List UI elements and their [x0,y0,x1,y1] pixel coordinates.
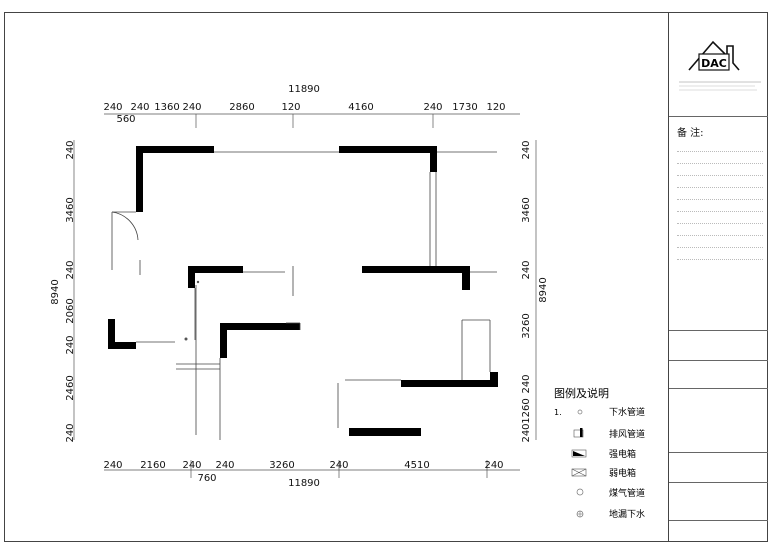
notes-text-block [677,140,763,260]
left-dim: 240 [65,335,76,354]
top-dim: 4160 [348,102,373,113]
title-block-divider [669,330,768,331]
top-dim: 240 [103,102,122,113]
drain-pipe-icon [577,409,583,415]
notes-title: 备 注: [677,128,704,139]
top-dim: 2860 [229,102,254,113]
dimension-lines [73,113,537,478]
exhaust-duct-icon [573,428,584,438]
bottom-dim: 3260 [269,460,294,471]
legend-label: 强电箱 [609,448,636,460]
gas-pipe-icon [576,488,584,496]
right-dimensions: 240 3460 240 3260 240 1260 240 8940 [521,140,549,442]
bottom-total-dim: 11890 [288,478,320,489]
left-dim: 240 [65,260,76,279]
title-block-divider [669,388,768,389]
legend: 图例及说明 1. 下水管道 排风管道 强电箱 弱电箱 煤气管道 地漏下水 [554,386,645,520]
legend-label: 排风管道 [609,428,645,440]
title-block-divider [669,360,768,361]
top-total-dim: 11890 [288,84,320,95]
right-dim: 240 [521,423,532,442]
title-block-divider [669,482,768,483]
plan-marks [184,280,200,341]
title-block-divider [669,116,768,117]
top-dim: 1360 [154,102,179,113]
top-dimensions: 11890 240 240 1360 240 2860 120 4160 240… [103,84,505,125]
left-total-dim: 8940 [50,279,61,304]
power-box-icon [571,449,587,458]
sheet-border [4,12,768,542]
thin-walls [111,151,497,440]
left-dim: 2460 [65,375,76,400]
legend-label: 下水管道 [609,406,645,418]
top-sub-dim: 560 [116,114,135,125]
top-dim: 120 [486,102,505,113]
bottom-dimensions: 240 2160 240 240 3260 240 4510 240 760 1… [103,460,503,489]
legend-label: 煤气管道 [609,487,645,499]
right-dim: 240 [521,374,532,393]
left-dimensions: 240 3460 240 2060 240 2460 240 8940 [50,140,76,442]
top-dim: 120 [281,102,300,113]
top-dim: 240 [182,102,201,113]
right-dim: 1260 [521,398,532,423]
title-block: DAC 备 注: [668,12,768,542]
top-dim: 240 [423,102,442,113]
logo-text: DAC [701,57,727,70]
bottom-dim: 240 [182,460,201,471]
bottom-dim: 4510 [404,460,429,471]
dac-logo: DAC [679,40,761,91]
top-dim: 1730 [452,102,477,113]
bottom-sub-dim: 760 [197,473,216,484]
floor-drain-icon [576,510,584,518]
left-dim: 240 [65,423,76,442]
floor-plan-drawing: 11890 240 240 1360 240 2860 120 4160 240… [50,84,645,520]
right-dim: 240 [521,140,532,159]
right-total-dim: 8940 [538,277,549,302]
right-dim: 240 [521,260,532,279]
left-dim: 240 [65,140,76,159]
left-dim: 3460 [65,197,76,222]
weak-current-box-icon [571,468,587,477]
legend-num: 1. [554,408,562,417]
bottom-dim: 240 [215,460,234,471]
right-dim: 3460 [521,197,532,222]
walls [108,146,498,436]
top-dim: 240 [130,102,149,113]
bottom-dim: 2160 [140,460,165,471]
left-dim: 2060 [65,298,76,323]
legend-title: 图例及说明 [554,386,609,400]
legend-label: 弱电箱 [609,467,636,479]
title-block-divider [669,520,768,521]
bottom-dim: 240 [103,460,122,471]
bottom-dim: 240 [484,460,503,471]
title-block-divider [669,452,768,453]
legend-label: 地漏下水 [609,508,645,520]
bottom-dim: 240 [329,460,348,471]
right-dim: 3260 [521,313,532,338]
